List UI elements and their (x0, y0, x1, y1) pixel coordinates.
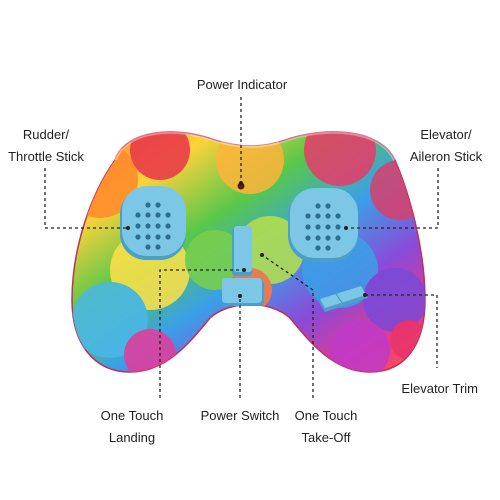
rudder-throttle-stick[interactable] (120, 186, 186, 260)
leader-endpoints (126, 181, 367, 298)
label-power-switch: Power Switch (188, 405, 292, 427)
elevator-trim-button[interactable] (319, 286, 368, 312)
label-power-indicator-text: Power Indicator (196, 77, 288, 92)
label-elevator-line1: Elevator/ (420, 127, 472, 142)
power-switch[interactable] (222, 278, 264, 306)
label-power-indicator: Power Indicator (175, 74, 309, 96)
label-landing-line2: Landing (108, 430, 156, 445)
label-takeoff-line1: One Touch (294, 408, 358, 423)
leader-one-touch-takeoff (261, 254, 314, 398)
leader-one-touch-landing (159, 269, 244, 398)
leader-rudder (44, 168, 128, 229)
label-rudder-throttle-stick: Rudder/ Throttle Stick (0, 124, 94, 168)
label-one-touch-landing: One Touch Landing (92, 405, 172, 449)
label-power-switch-text: Power Switch (200, 408, 280, 423)
label-landing-line1: One Touch (100, 408, 164, 423)
elevator-aileron-stick[interactable] (288, 188, 358, 262)
leader-elevator-trim (365, 294, 438, 368)
label-elevator-trim: Elevator Trim (378, 378, 478, 400)
label-one-touch-takeoff: One Touch Take-Off (286, 405, 366, 449)
label-takeoff-line2: Take-Off (301, 430, 351, 445)
one-touch-button[interactable] (232, 226, 252, 276)
label-rudder-line2: Throttle Stick (8, 149, 84, 164)
label-elevator-trim-text: Elevator Trim (401, 381, 478, 396)
label-elevator-aileron-stick: Elevator/ Aileron Stick (398, 124, 494, 168)
leader-elevator (346, 168, 439, 229)
label-elevator-line2: Aileron Stick (409, 149, 483, 164)
power-indicator-light (237, 182, 245, 190)
leader-lines (44, 97, 439, 398)
label-rudder-line1: Rudder/ (22, 127, 70, 142)
